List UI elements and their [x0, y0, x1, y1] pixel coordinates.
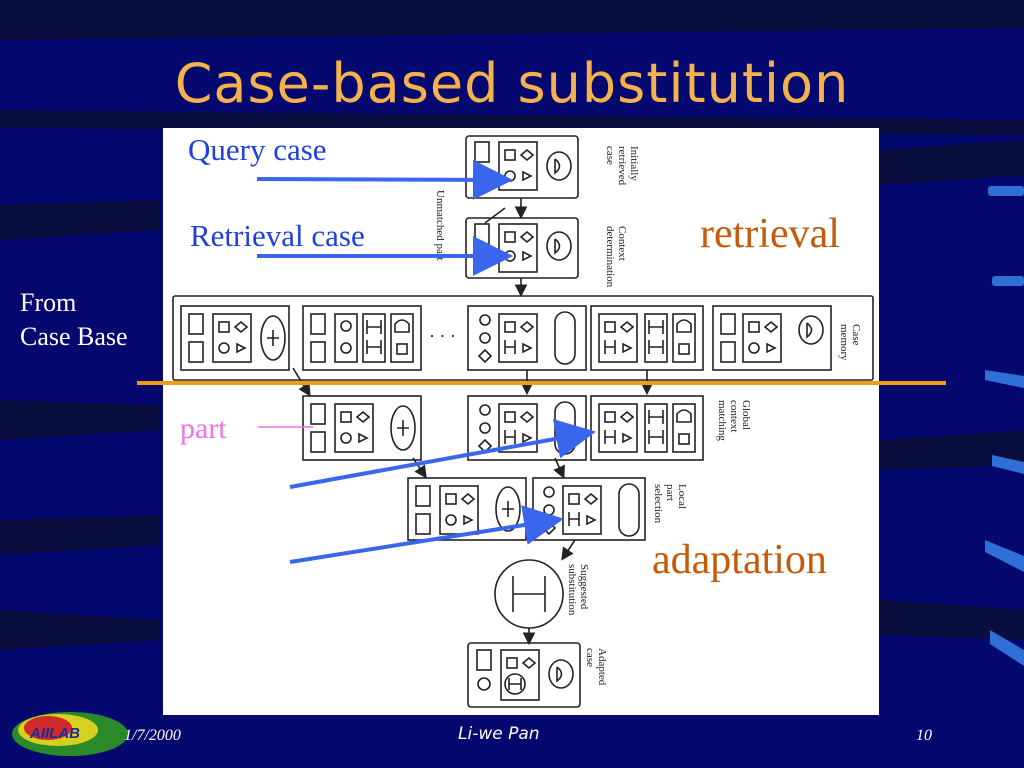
label-global-context-matching: Global context matching [716, 400, 752, 441]
label-suggested-substitution: Suggested substitution [566, 564, 590, 616]
adaptation-label: adaptation [652, 537, 827, 583]
retrieval-label: retrieval [700, 211, 840, 257]
from-case-base-label: From Case Base [20, 286, 128, 354]
footer-page-number: 10 [916, 727, 932, 744]
case-memory-frame [172, 295, 874, 381]
label-context-determination: Context determination [604, 226, 628, 288]
local-selection-arrow [289, 505, 564, 564]
memory-case-1 [180, 305, 290, 371]
label-local-part-selection: Local part selection [652, 484, 688, 524]
retrieval-case-label: Retrieval case [190, 218, 365, 253]
label-initially-retrieved: Initially retrieved case [604, 146, 640, 188]
memory-case-5 [712, 305, 832, 371]
label-case-memory: Case memory [838, 324, 862, 361]
matching-case-1 [302, 395, 422, 461]
from-line-2: Case Base [20, 322, 128, 351]
aiilab-logo: AIILAB [12, 712, 128, 756]
slide-title: Case-based substitution [174, 52, 850, 115]
memory-case-4 [590, 305, 704, 371]
ellipsis: · · · [429, 326, 456, 346]
query-case-arrow [256, 159, 513, 200]
global-matching-arrow [289, 419, 596, 489]
svg-text:AIILAB: AIILAB [29, 725, 80, 742]
query-case-label: Query case [188, 132, 327, 167]
label-unmatched-part: Unmatched part [434, 190, 446, 261]
memory-case-2 [302, 305, 422, 371]
adapted-case-box [467, 642, 581, 708]
footer-author: Li-we Pan [458, 724, 540, 744]
from-line-1: From [20, 288, 77, 317]
case-substitution-diagram: Initially retrieved case Context determi… [172, 135, 874, 708]
label-adapted-case: Adapted case [584, 648, 608, 688]
footer-date: 1/7/2000 [124, 727, 181, 744]
diagram-panel: Initially retrieved case Context determi… [163, 128, 879, 715]
part-label: part [180, 412, 227, 445]
